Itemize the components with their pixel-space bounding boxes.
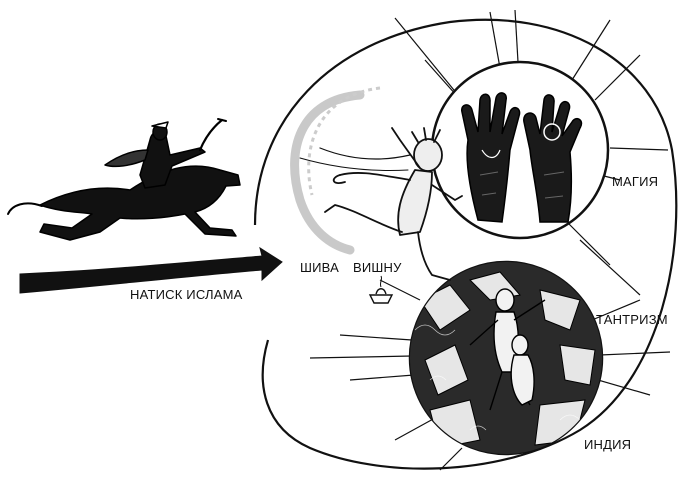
halo-arc-inner — [307, 86, 381, 196]
magic-circle — [430, 60, 610, 240]
label-india: ИНДИЯ — [584, 437, 632, 452]
label-shiva: ШИВА — [300, 260, 339, 275]
label-magic: МАГИЯ — [612, 174, 659, 189]
label-islam: НАТИСК ИСЛАМА — [130, 287, 243, 302]
horse-rider-icon — [7, 118, 241, 241]
halo-arc — [290, 90, 365, 255]
islam-arrow — [19, 246, 283, 294]
dancing-figure-icon — [299, 127, 463, 281]
raised-hands-icon — [461, 92, 583, 223]
india-rays — [309, 279, 671, 471]
outer-loop — [253, 18, 678, 470]
label-tantrism: ТАНТРИЗМ — [596, 312, 668, 327]
india-scene — [410, 262, 602, 454]
oil-lamp-icon — [368, 275, 394, 304]
label-vishnu: ВИШНУ — [353, 260, 402, 275]
